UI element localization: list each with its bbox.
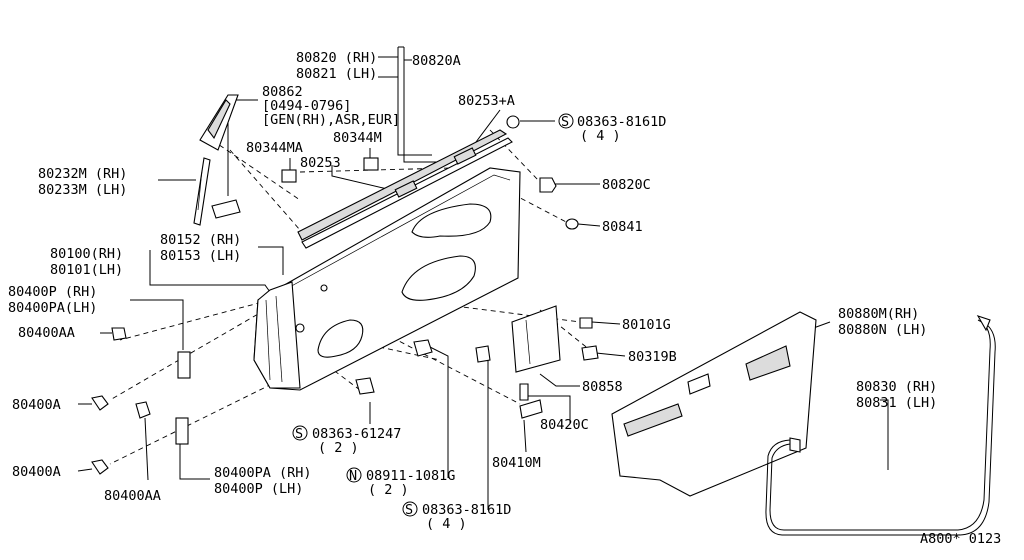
label-80400P: 80400P (RH) (8, 284, 97, 300)
label-80253: 80253 (300, 155, 341, 171)
label-80830: 80830 (RH) (856, 379, 937, 395)
bolts (91, 317, 593, 475)
label-80253-plus-a: 80253+A (458, 93, 515, 109)
label-08911-1081G-qty: ( 2 ) (368, 482, 409, 498)
screw-symbol-mid-letter: S (295, 426, 303, 442)
label-80880N: 80880N (LH) (838, 322, 927, 338)
label-80400PA: 80400PA(LH) (8, 300, 97, 316)
label-80153: 80153 (LH) (160, 248, 241, 264)
label-80820C: 80820C (602, 177, 651, 193)
label-08363-8161D-bottom-qty: ( 4 ) (426, 516, 467, 532)
label-80820A: 80820A (412, 53, 461, 69)
label-80410M: 80410M (492, 455, 541, 471)
label-08911-1081G: 08911-1081G (366, 468, 455, 484)
label-80319B: 80319B (628, 349, 677, 365)
label-80862-spec: [GEN(RH),ASR,EUR] (262, 112, 400, 128)
label-80101G: 80101G (622, 317, 671, 333)
clips (281, 115, 579, 230)
label-80232M: 80232M (RH) (38, 166, 127, 182)
door-hinges (175, 351, 191, 445)
label-80400AA-top: 80400AA (18, 325, 75, 341)
door-weatherstrip (765, 315, 996, 536)
screw-symbol-mid (292, 425, 308, 441)
label-08363-8161D-bottom: 08363-8161D (422, 502, 511, 518)
label-80233M: 80233M (LH) (38, 182, 127, 198)
pad-part (211, 199, 241, 219)
screw-symbol-top (558, 113, 574, 129)
bracket-80858 (511, 305, 599, 373)
door-trim-panel (611, 311, 817, 497)
label-80400A-lower: 80400A (12, 464, 61, 480)
label-80880M: 80880M(RH) (838, 306, 919, 322)
label-80841: 80841 (602, 219, 643, 235)
screw-symbol-bottom-letter: S (405, 502, 413, 518)
label-80831: 80831 (LH) (856, 395, 937, 411)
label-80862-date: [0494-0796] (262, 98, 351, 114)
labels: 80820 (RH) 80821 (LH) 80820A 80862 [0494… (8, 50, 1001, 547)
label-80152: 80152 (RH) (160, 232, 241, 248)
label-08363-61247: 08363-61247 (312, 426, 401, 442)
leader-lines (77, 46, 889, 510)
label-80400P-bottom: 80400P (LH) (214, 481, 303, 497)
label-80400PA-bottom: 80400PA (RH) (214, 465, 312, 481)
window-moulding (297, 129, 513, 249)
label-80100: 80100(RH) (50, 246, 123, 262)
label-08363-8161D-top-qty: ( 4 ) (580, 128, 621, 144)
label-80344MA: 80344MA (246, 140, 303, 156)
label-80858: 80858 (582, 379, 623, 395)
door-panel (253, 167, 521, 391)
label-08363-8161D-top: 08363-8161D (577, 114, 666, 130)
label-80820: 80820 (RH) (296, 50, 377, 66)
screw-symbol-top-letter: S (561, 114, 569, 130)
corner-trim (193, 94, 239, 226)
label-80862: 80862 (262, 84, 303, 100)
diagram-code: A800* 0123 (920, 531, 1001, 547)
nut-symbol (346, 467, 362, 483)
nut-symbol-letter: N (349, 468, 357, 484)
label-80420C: 80420C (540, 417, 589, 433)
label-80400A-upper: 80400A (12, 397, 61, 413)
label-08363-61247-qty: ( 2 ) (318, 440, 359, 456)
label-80101: 80101(LH) (50, 262, 123, 278)
screw-symbol-bottom (402, 501, 418, 517)
label-80344M: 80344M (333, 130, 382, 146)
label-80821: 80821 (LH) (296, 66, 377, 82)
label-80400AA-bottom: 80400AA (104, 488, 161, 504)
